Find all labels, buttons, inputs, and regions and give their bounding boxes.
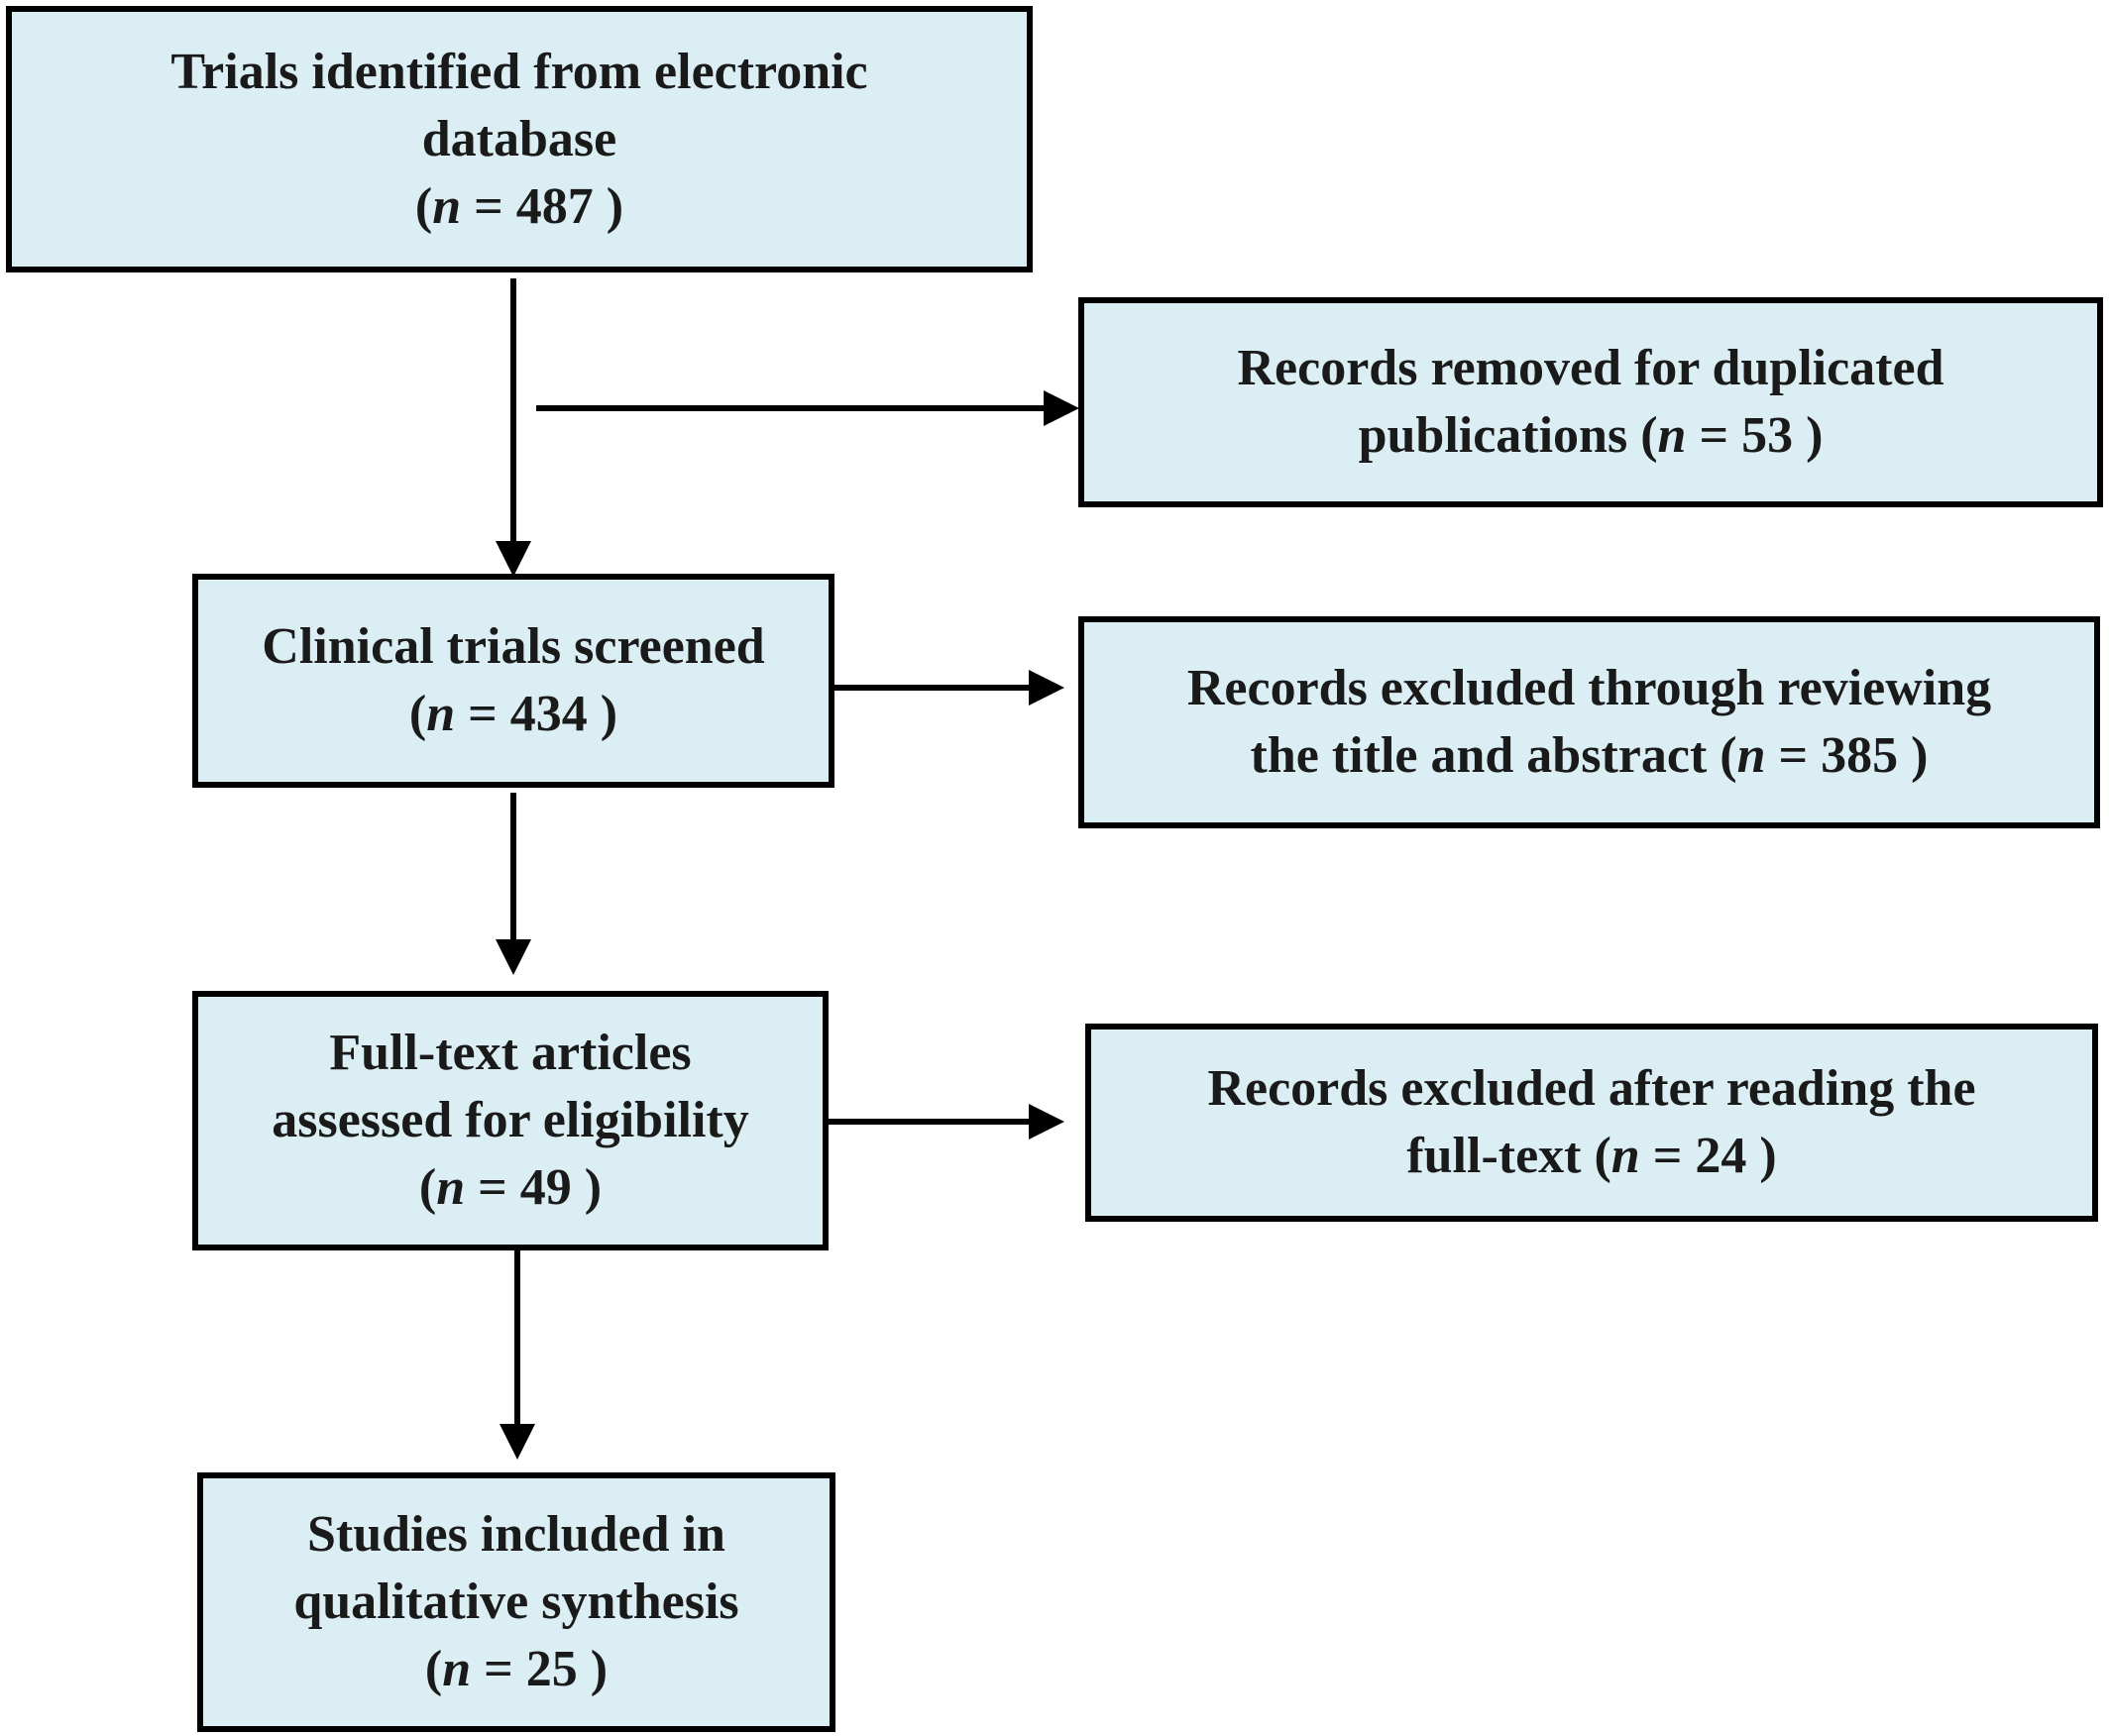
count-variable: n	[1657, 407, 1687, 464]
box-line: Studies included in	[307, 1506, 725, 1563]
count-variable: n	[432, 177, 462, 235]
count-line: (n = 434 )	[409, 681, 617, 748]
count-line: (n = 25 )	[425, 1636, 608, 1703]
count-value: = 53 )	[1686, 407, 1824, 464]
count-value: = 49 )	[465, 1159, 603, 1216]
count-line: the title and abstract (n = 385 )	[1251, 722, 1929, 790]
count-variable: n	[442, 1641, 472, 1697]
count-value: = 25 )	[471, 1641, 609, 1697]
box-duplicates-removed: Records removed for duplicated publicati…	[1078, 297, 2103, 507]
count-open: (	[414, 177, 433, 235]
box-line: database	[421, 110, 617, 167]
box-line: Records excluded after reading the	[1207, 1060, 1976, 1117]
box-line: Records excluded through reviewing	[1186, 660, 1992, 716]
count-variable: n	[436, 1159, 466, 1216]
count-prefix: full-text (	[1406, 1128, 1611, 1184]
count-value: = 487 )	[461, 177, 624, 235]
box-clinical-trials-screened: Clinical trials screened (n = 434 )	[192, 574, 834, 788]
count-line: (n = 49 )	[419, 1154, 602, 1222]
box-line: Records removed for duplicated	[1237, 340, 1944, 396]
box-excluded-title-abstract: Records excluded through reviewing the t…	[1078, 616, 2100, 828]
count-line: publications (n = 53 )	[1359, 402, 1824, 470]
box-excluded-fulltext: Records excluded after reading the full-…	[1085, 1024, 2098, 1222]
box-line: Clinical trials screened	[262, 618, 765, 675]
count-value: = 434 )	[455, 686, 618, 742]
count-line: (n = 487 )	[415, 173, 623, 241]
count-open: (	[408, 686, 427, 742]
count-variable: n	[426, 686, 456, 742]
box-studies-included: Studies included in qualitative synthesi…	[197, 1472, 835, 1732]
box-trials-identified: Trials identified from electronic databa…	[6, 6, 1033, 272]
box-line: qualitative synthesis	[293, 1573, 739, 1630]
box-fulltext-assessed: Full-text articles assessed for eligibil…	[192, 991, 829, 1250]
count-variable: n	[1736, 727, 1766, 784]
count-line: full-text (n = 24 )	[1406, 1123, 1776, 1190]
count-prefix: publications (	[1358, 407, 1658, 464]
count-open: (	[424, 1641, 443, 1697]
count-value: = 385 )	[1765, 727, 1929, 784]
box-line: Trials identified from electronic	[170, 43, 868, 100]
count-open: (	[418, 1159, 437, 1216]
count-prefix: the title and abstract (	[1250, 727, 1737, 784]
box-line: assessed for eligibility	[272, 1092, 749, 1148]
count-value: = 24 )	[1639, 1128, 1777, 1184]
count-variable: n	[1610, 1128, 1640, 1184]
box-line: Full-text articles	[329, 1025, 692, 1081]
